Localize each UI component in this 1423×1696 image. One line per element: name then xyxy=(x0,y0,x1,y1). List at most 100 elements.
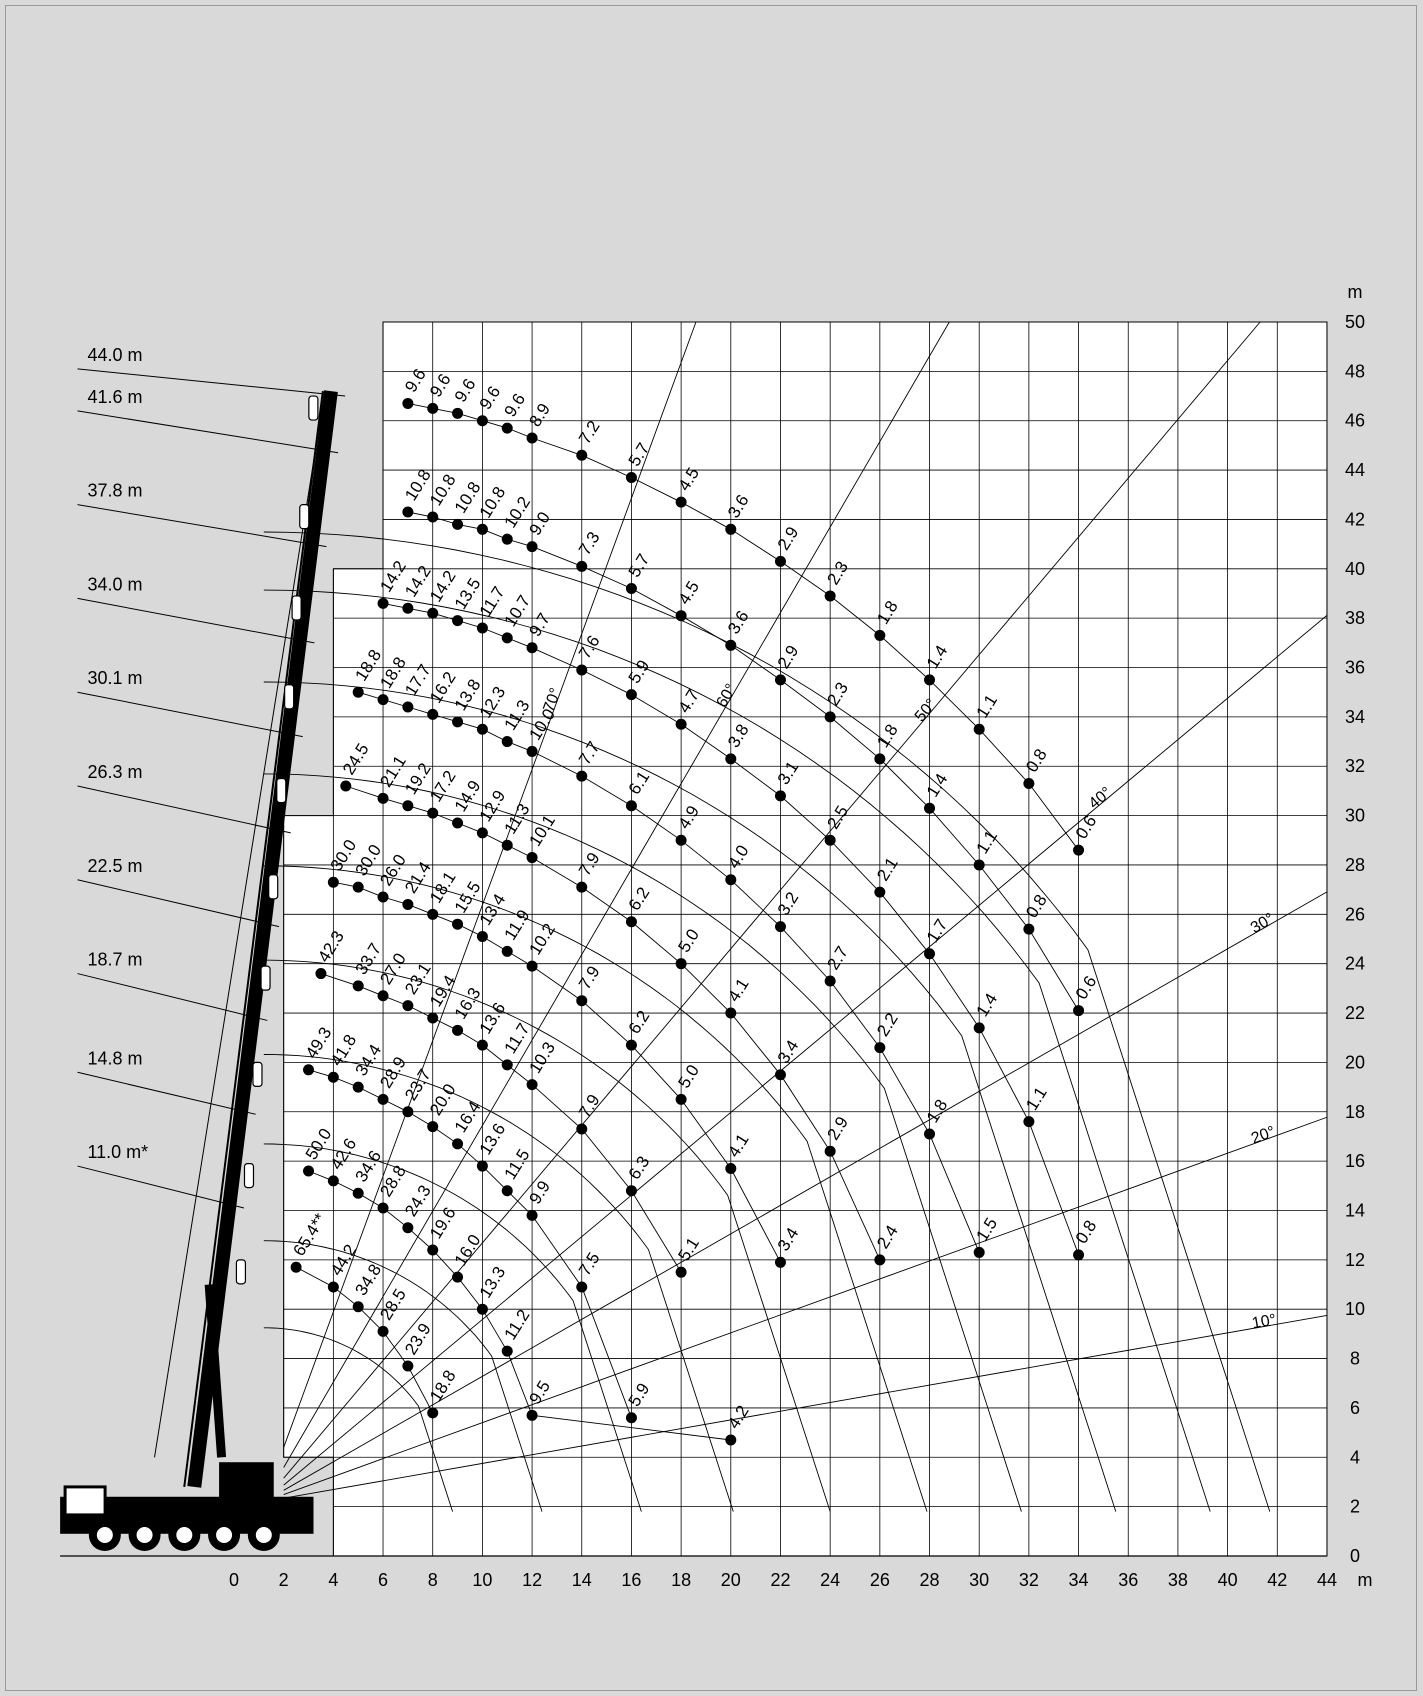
y-tick-label: 34 xyxy=(1345,707,1365,727)
data-point xyxy=(526,745,538,757)
radius-arc xyxy=(263,589,1211,1512)
x-tick-label: 8 xyxy=(428,1570,438,1590)
data-point xyxy=(452,615,464,627)
data-points: 9.69.69.69.69.68.97.25.74.53.62.92.31.81… xyxy=(289,365,1100,1446)
radius-arc xyxy=(263,865,928,1512)
data-point xyxy=(402,1222,414,1234)
crane-cab xyxy=(219,1462,274,1500)
boom xyxy=(187,390,338,1488)
data-point xyxy=(725,874,737,886)
data-point xyxy=(327,876,339,888)
radius-arc xyxy=(263,681,1117,1512)
boom-length-leader xyxy=(77,1071,256,1115)
y-tick-label: 46 xyxy=(1345,411,1365,431)
data-point xyxy=(576,664,588,676)
data-point xyxy=(427,402,439,414)
data-point xyxy=(576,560,588,572)
boom-length-label: 22.5 m xyxy=(87,856,142,876)
cab-front xyxy=(63,1485,107,1517)
radius-arc xyxy=(263,531,1271,1512)
y-tick-label: 26 xyxy=(1345,904,1365,924)
hook-block xyxy=(299,504,310,530)
data-point xyxy=(774,555,786,567)
data-point xyxy=(973,1022,985,1034)
x-tick-label: 34 xyxy=(1069,1570,1089,1590)
angle-line xyxy=(283,1116,1328,1495)
data-point xyxy=(675,1093,687,1105)
data-point xyxy=(402,1360,414,1372)
data-point xyxy=(501,945,513,957)
y-tick-label: 38 xyxy=(1345,608,1365,628)
x-tick-label: 0 xyxy=(229,1570,239,1590)
data-point xyxy=(501,533,513,545)
data-point xyxy=(327,1281,339,1293)
y-tick-label: 2 xyxy=(1350,1497,1360,1517)
data-point xyxy=(725,1007,737,1019)
data-point xyxy=(476,523,488,535)
x-tick-label: 18 xyxy=(671,1570,691,1590)
x-tick-label: 16 xyxy=(621,1570,641,1590)
data-point xyxy=(725,753,737,765)
y-tick-label: 0 xyxy=(1350,1546,1360,1566)
data-point xyxy=(1073,844,1085,856)
hook-block xyxy=(260,965,271,991)
boom-length-label: 34.0 m xyxy=(87,574,142,594)
radius-arc xyxy=(263,1054,734,1512)
data-point xyxy=(675,1266,687,1278)
boom-length-leader xyxy=(77,1165,245,1209)
data-point xyxy=(824,975,836,987)
data-point xyxy=(476,1039,488,1051)
data-point xyxy=(452,918,464,930)
data-point xyxy=(377,792,389,804)
radius-arc xyxy=(263,959,831,1512)
load-curve xyxy=(295,1266,434,1414)
data-point xyxy=(476,415,488,427)
hook-block xyxy=(252,1061,263,1088)
data-point xyxy=(427,1244,439,1256)
data-point xyxy=(774,1069,786,1081)
y-tick-label: 18 xyxy=(1345,1102,1365,1122)
angle-line xyxy=(283,321,1261,1479)
angle-line xyxy=(283,1315,1328,1499)
y-tick-label: 44 xyxy=(1345,460,1365,480)
data-point xyxy=(526,1409,538,1421)
data-point xyxy=(402,800,414,812)
data-point xyxy=(625,583,637,595)
data-point xyxy=(452,1138,464,1150)
data-point xyxy=(725,523,737,535)
angle-label: 10° xyxy=(1251,1311,1278,1332)
boom-length-leader xyxy=(77,691,303,738)
x-tick-label: 6 xyxy=(378,1570,388,1590)
data-point xyxy=(526,432,538,444)
x-tick-label: 30 xyxy=(969,1570,989,1590)
data-point xyxy=(526,642,538,654)
data-point xyxy=(402,397,414,409)
data-point xyxy=(1073,1005,1085,1017)
x-tick-label: 40 xyxy=(1218,1570,1238,1590)
x-tick-label: 4 xyxy=(328,1570,338,1590)
y-tick-label: 20 xyxy=(1345,1052,1365,1072)
boom-length-label: 26.3 m xyxy=(87,762,142,782)
data-point xyxy=(625,689,637,701)
data-point xyxy=(476,1303,488,1315)
y-tick-label: 36 xyxy=(1345,658,1365,678)
data-point xyxy=(476,622,488,634)
boom-length-label: 14.8 m xyxy=(87,1048,142,1068)
data-point xyxy=(352,1081,364,1093)
data-point xyxy=(824,1145,836,1157)
data-point xyxy=(452,1024,464,1036)
hook-block xyxy=(284,684,295,710)
y-tick-label: 12 xyxy=(1345,1250,1365,1270)
data-point xyxy=(625,1412,637,1424)
y-tick-label: 50 xyxy=(1345,312,1365,332)
x-tick-label: 24 xyxy=(820,1570,840,1590)
boom-length-leader xyxy=(77,504,327,548)
data-point xyxy=(1023,778,1035,790)
y-tick-label: 8 xyxy=(1350,1349,1360,1369)
data-point xyxy=(352,686,364,698)
data-point xyxy=(824,834,836,846)
data-point xyxy=(303,1064,315,1076)
data-point xyxy=(924,1128,936,1140)
hook-block xyxy=(235,1259,247,1285)
data-point xyxy=(625,800,637,812)
